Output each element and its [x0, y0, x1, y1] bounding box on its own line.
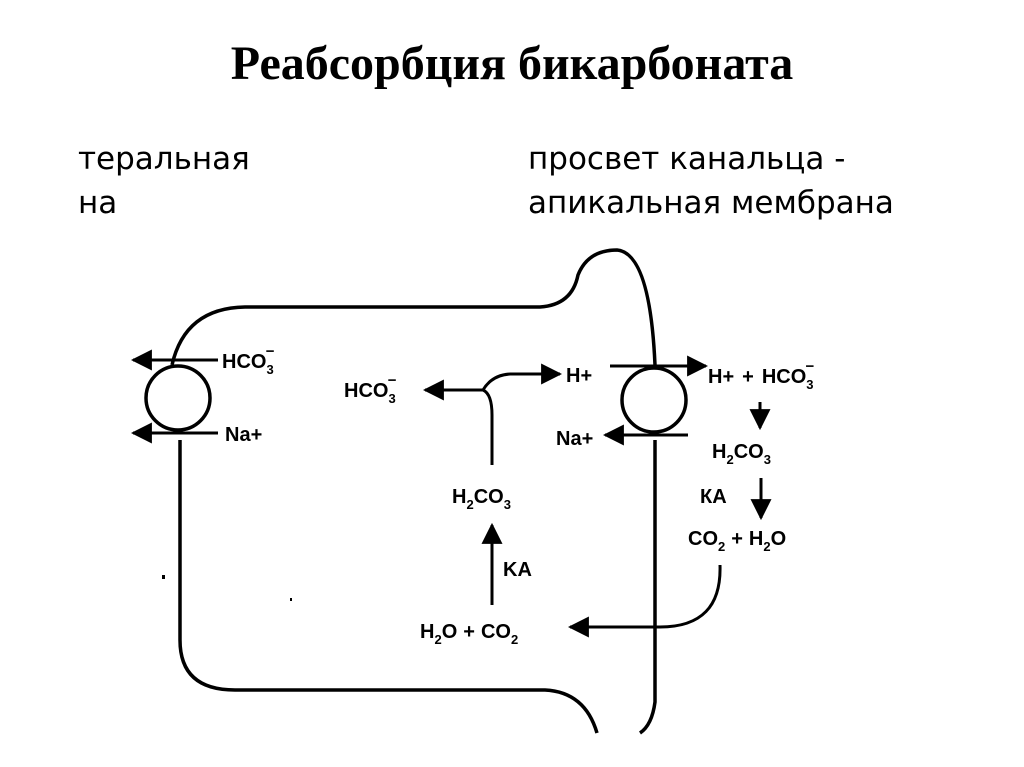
co2-diffusion-arrow	[570, 565, 720, 627]
lumen-ka-label: КА	[700, 486, 727, 508]
lumen-co2-h2o-label: CO2+H2O	[688, 528, 786, 554]
intracellular-h2co3-label: H2CO3	[452, 486, 511, 512]
lumen-h-hco3-label: H++HCO3−	[708, 358, 815, 392]
speck	[162, 575, 165, 579]
intracellular-h2o-co2-label: H2O+CO2	[420, 621, 518, 647]
intracellular-ka-label: KA	[503, 559, 532, 581]
cell-outline-top	[172, 250, 655, 365]
basolateral-transporter	[146, 366, 210, 430]
basolateral-hco3-label: HCO3−	[222, 343, 275, 377]
cell-outline	[180, 440, 597, 733]
basolateral-na-label: Na+	[225, 424, 262, 446]
lumen-h2co3-label: H2CO3	[712, 441, 771, 467]
apical-exchanger	[622, 368, 686, 432]
apical-membrane-lower	[640, 440, 655, 733]
intracellular-h-label: H+	[566, 365, 592, 387]
speck	[290, 598, 292, 601]
lumen-na-label: Na+	[556, 428, 593, 450]
intracellular-hco3-label: HCO3−	[344, 372, 397, 406]
h2co3-dissociation-line	[483, 374, 560, 465]
